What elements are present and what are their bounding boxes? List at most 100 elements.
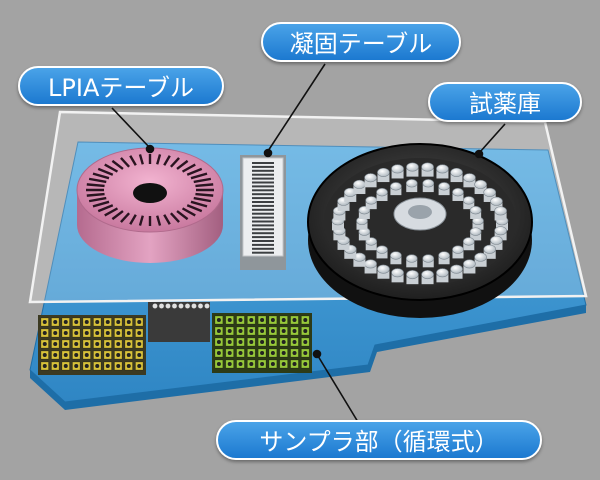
rack-tube-hole xyxy=(116,342,121,346)
vial-body xyxy=(333,230,346,241)
vial-body xyxy=(438,186,450,196)
leader-dot-reagent xyxy=(474,149,484,159)
lpia-slot xyxy=(111,159,124,170)
base-plate-front-edge xyxy=(30,305,586,410)
rack-tube-hole xyxy=(281,351,286,355)
rack-tube-hole xyxy=(270,329,275,333)
gray-rack-tube xyxy=(152,303,158,309)
vial-body xyxy=(463,263,476,274)
cuvette-well xyxy=(252,181,274,184)
vial xyxy=(376,245,388,254)
rack-tube-hole xyxy=(74,353,79,357)
vial-body xyxy=(377,172,390,183)
rack-tube-hole xyxy=(303,362,308,366)
lpia-slot xyxy=(193,177,212,184)
lpia-slot xyxy=(129,214,137,225)
rack-tube-hole xyxy=(281,362,286,366)
vial-body xyxy=(452,249,464,259)
lpia-slot xyxy=(193,196,212,203)
sample-rack-yellow xyxy=(40,317,144,371)
lpia-slot xyxy=(156,154,162,165)
vial xyxy=(474,252,487,262)
rack-tube-hole xyxy=(303,318,308,322)
vial xyxy=(422,254,435,263)
lpia-slot xyxy=(190,200,208,208)
vial-body xyxy=(450,269,463,279)
sampler-label: サンプラ部（循環式） xyxy=(216,420,542,460)
rack-tube-hole xyxy=(270,362,275,366)
vial-body xyxy=(463,241,475,251)
sample-rack-gray xyxy=(152,303,210,309)
vial-body xyxy=(406,183,418,193)
rack-tube-hole xyxy=(227,340,232,344)
vial xyxy=(438,182,450,191)
rack-tube-hole xyxy=(249,329,254,333)
lpia-slot xyxy=(176,159,189,170)
rack-tube-hole xyxy=(249,362,254,366)
vial xyxy=(377,264,390,274)
rack-tube-hole xyxy=(126,364,131,368)
rack-tube-hole xyxy=(227,329,232,333)
lpia-slot xyxy=(92,172,110,180)
vial-body xyxy=(483,192,496,202)
vial xyxy=(422,179,435,188)
lpia-slot xyxy=(195,183,214,188)
vial-body xyxy=(463,177,476,188)
lpia-slot xyxy=(169,157,180,168)
vial-body xyxy=(391,168,404,179)
leader-dot-sampler xyxy=(312,349,322,359)
rack-tube-hole xyxy=(260,362,265,366)
sample-rack-icon xyxy=(38,302,312,375)
lpia-cuvette-slots xyxy=(86,154,214,226)
rack-tube-hole xyxy=(260,340,265,344)
leader-dot-lpia xyxy=(145,144,155,154)
lpia-table-label: LPIAテーブル xyxy=(18,66,224,106)
lpia-slot xyxy=(195,192,214,197)
gray-rack-tube xyxy=(165,303,171,309)
vial xyxy=(490,196,503,206)
lpia-slot xyxy=(169,212,180,223)
cuvette-well xyxy=(252,169,274,172)
rack-tube-hole xyxy=(249,351,254,355)
vial xyxy=(364,259,377,269)
vial xyxy=(436,268,449,278)
vial-body xyxy=(406,258,418,268)
sample-rack-green xyxy=(214,315,310,369)
cuvette-well xyxy=(252,236,274,239)
rack-tube-hole xyxy=(238,351,243,355)
vial-body xyxy=(472,220,484,230)
vial-body xyxy=(377,269,390,279)
rack-tube-hole xyxy=(137,320,142,324)
lpia-slot xyxy=(92,200,110,208)
rack-tube-hole xyxy=(126,331,131,335)
rack-tube-hole xyxy=(105,331,110,335)
rack-tube-hole xyxy=(63,353,68,357)
vial xyxy=(452,245,464,254)
rack-tube-hole xyxy=(84,364,89,368)
rack-tube-hole xyxy=(292,351,297,355)
vial xyxy=(438,251,450,260)
vial xyxy=(483,187,497,197)
lpia-slot xyxy=(88,177,107,184)
cuvette-well xyxy=(252,228,274,231)
cuvette-well xyxy=(252,185,274,188)
vial xyxy=(391,164,404,174)
cuvette-strip-wells xyxy=(252,162,274,254)
rack-tube-hole xyxy=(95,353,100,357)
rack-tube-hole xyxy=(137,342,142,346)
cuvette-well xyxy=(252,162,274,164)
lpia-slot xyxy=(176,210,189,221)
rack-tube-hole xyxy=(260,351,265,355)
cuvette-well xyxy=(252,232,274,235)
cuvette-well xyxy=(252,173,274,176)
cuvette-well xyxy=(252,201,274,203)
vial xyxy=(421,270,434,280)
rack-tube-hole xyxy=(216,340,221,344)
rack-tube-hole xyxy=(116,320,121,324)
rack-tube-hole xyxy=(270,351,275,355)
coagulation-table-label: 凝固テーブル xyxy=(261,22,461,62)
rack-tube-hole xyxy=(238,318,243,322)
lpia-slot xyxy=(186,167,203,176)
vial-body xyxy=(494,230,507,241)
